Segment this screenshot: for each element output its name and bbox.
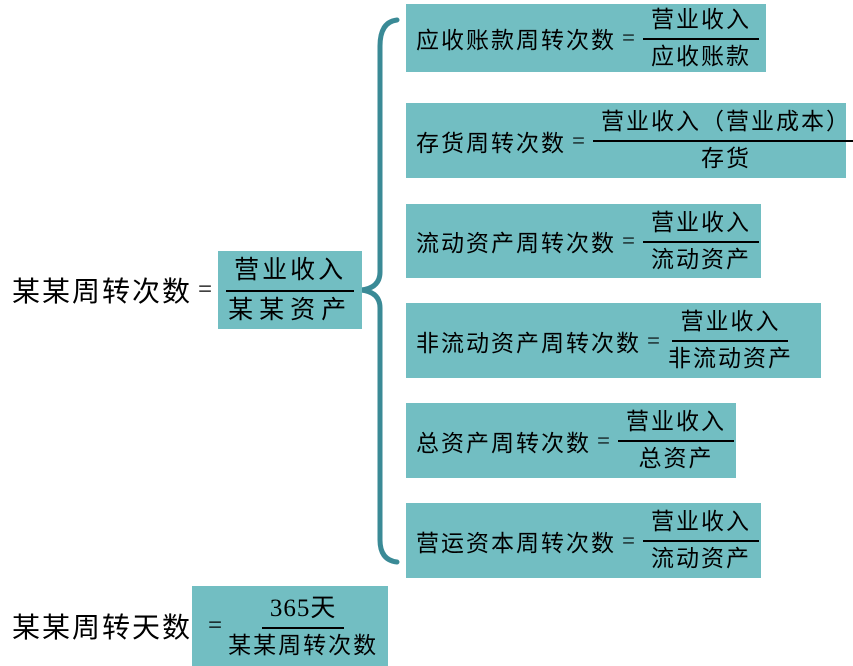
root-formula-label: 某某周转次数: [12, 277, 193, 308]
days-fraction-box: = 365天 某某周转次数: [192, 586, 389, 666]
branch-label: 流动资产周转次数: [416, 231, 616, 256]
branch-denominator: 非流动资产: [667, 346, 793, 371]
equals-sign: =: [622, 25, 637, 50]
root-numerator: 营业收入: [226, 254, 355, 292]
branch-denominator: 流动资产: [650, 246, 751, 272]
branch-label: 营运资本周转次数: [416, 530, 616, 556]
branch-numerator: 营业收入: [617, 407, 734, 442]
branch-numerator: 营业收入: [642, 507, 759, 542]
branch-label: 存货周转次数: [416, 130, 566, 156]
days-equals-sign: =: [208, 612, 223, 639]
days-denominator: 某某周转次数: [228, 632, 379, 658]
branch-box-working-capital: 营运资本周转次数 = 营业收入 流动资产: [406, 503, 761, 578]
root-turnover-formula: 某某周转次数 = 营业收入 某某资产: [12, 250, 363, 330]
branch-denominator: 存货: [700, 146, 751, 171]
branch-fraction: 营业收入 总资产: [617, 407, 734, 474]
branch-denominator: 流动资产: [650, 546, 751, 571]
equals-sign: =: [622, 228, 637, 253]
branch-label: 应收账款周转次数: [416, 28, 616, 53]
branch-numerator: 营业收入: [672, 307, 789, 342]
equals-sign: =: [647, 327, 662, 353]
turnover-days-formula: 某某周转天数 = 365天 某某周转次数: [12, 586, 389, 666]
branch-fraction: 营业收入 非流动资产: [668, 307, 793, 374]
branch-denominator: 应收账款: [650, 43, 751, 69]
branch-numerator: 营业收入（营业成本）: [592, 107, 853, 142]
equals-sign: =: [597, 427, 612, 453]
branch-box-inventory: 存货周转次数 = 营业收入（营业成本） 存货: [406, 103, 853, 178]
days-numerator: 365天: [261, 592, 345, 629]
brace-path: [360, 17, 400, 565]
branch-denominator: 总资产: [638, 446, 714, 471]
branch-box-current-assets: 流动资产周转次数 = 营业收入 流动资产: [406, 204, 761, 278]
branch-fraction: 营业收入 流动资产: [642, 208, 759, 275]
equals-sign: =: [572, 127, 587, 153]
branch-box-receivables: 应收账款周转次数 = 营业收入 应收账款: [406, 4, 766, 72]
root-equals-sign: =: [198, 276, 213, 303]
branch-label: 总资产周转次数: [416, 430, 591, 456]
days-formula-label: 某某周转天数: [12, 613, 193, 644]
branch-fraction: 营业收入 应收账款: [642, 5, 759, 72]
root-fraction-box: 营业收入 某某资产: [218, 251, 363, 329]
root-fraction: 营业收入 某某资产: [226, 254, 355, 326]
branch-box-total-assets: 总资产周转次数 = 营业收入 总资产: [406, 403, 736, 478]
branch-numerator: 营业收入: [642, 208, 759, 243]
branch-numerator: 营业收入: [642, 5, 759, 40]
branch-fraction: 营业收入 流动资产: [642, 507, 759, 574]
root-denominator: 某某资产: [228, 296, 353, 324]
days-fraction: 365天 某某周转次数: [228, 592, 378, 661]
equals-sign: =: [622, 527, 637, 553]
branch-box-noncurrent-assets: 非流动资产周转次数 = 营业收入 非流动资产: [406, 303, 821, 378]
branch-fraction: 营业收入（营业成本） 存货: [592, 107, 853, 174]
branch-label: 非流动资产周转次数: [416, 330, 641, 356]
